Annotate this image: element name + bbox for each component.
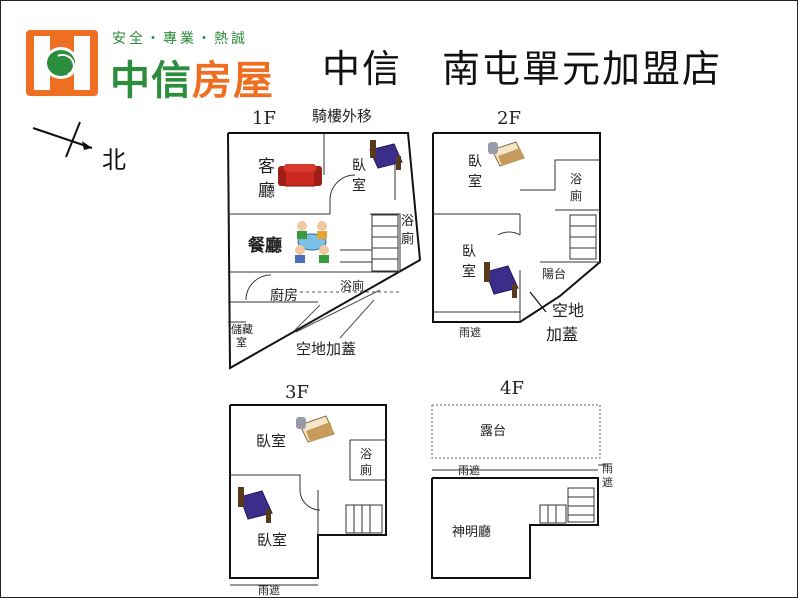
- floor-3f-title: 3F: [285, 382, 309, 403]
- bath2-1f-label: 浴廁: [340, 278, 364, 293]
- bedroom-2f-b-label-1: 臥: [462, 244, 476, 260]
- bedroom-2f-a-label-1: 臥: [468, 154, 482, 170]
- rain-shelter-2f-label: 雨遮: [459, 325, 481, 339]
- rain-shelter-4f-side-label-2: 遮: [602, 475, 613, 489]
- bed-icon: [369, 140, 403, 170]
- open-space-2f-label-1: 空地: [552, 301, 584, 320]
- brand-tagline: 安全・專業・熱誠: [112, 31, 248, 47]
- shrine-room-label: 神明廳: [452, 524, 491, 540]
- terrace-label: 露台: [480, 424, 506, 439]
- bath-2f-label-2: 廁: [570, 188, 582, 203]
- balcony-label: 陽台: [542, 266, 566, 281]
- storage-label-1: 儲藏: [231, 323, 253, 336]
- brand-name: 中信房屋: [110, 58, 274, 104]
- bath-3f-label-1: 浴: [360, 447, 372, 461]
- floor-2f-plan: 2F 臥 室 浴 廁 臥 室 陽台 雨遮 空地 加蓋: [432, 108, 601, 344]
- floor-1f-plan: 1F 騎樓外移 客 廳 臥 室 浴 廁 餐廳: [227, 107, 422, 370]
- dining-room-label: 餐廳: [248, 235, 282, 256]
- living-room-label-2: 廳: [258, 181, 275, 201]
- open-space-2f-label-2: 加蓋: [546, 325, 578, 344]
- bed-icon: [238, 487, 273, 523]
- north-label: 北: [102, 146, 126, 174]
- bed-icon: [488, 141, 525, 167]
- store-name: 中信 南屯單元加盟店: [322, 47, 723, 91]
- rain-shelter-4f-side-label-1: 雨: [602, 462, 613, 475]
- bed-icon: [484, 262, 519, 298]
- storage-label-2: 室: [236, 335, 247, 349]
- bath-2f-label-1: 浴: [570, 172, 582, 186]
- rain-shelter-4f-label: 雨遮: [458, 463, 480, 477]
- open-space-1f-label: 空地加蓋: [296, 340, 356, 358]
- kitchen-label: 廚房: [270, 287, 298, 304]
- bedroom-3f-a-label: 臥室: [256, 432, 286, 450]
- floor-2f-title: 2F: [497, 108, 521, 129]
- floor-4f-title: 4F: [500, 378, 524, 399]
- bath-1f-label-1: 浴: [401, 214, 414, 229]
- bedroom-3f-b-label: 臥室: [257, 531, 287, 549]
- floor-1f-title: 1F: [252, 108, 276, 129]
- floor-4f-plan: 4F 露台 雨遮 雨 遮 神明廳: [431, 378, 613, 579]
- dining-table-icon: [295, 221, 329, 263]
- bed-icon: [296, 415, 335, 443]
- sofa-icon: [278, 164, 322, 187]
- bath-3f-label-2: 廁: [360, 462, 372, 477]
- bath-1f-label-2: 廁: [401, 231, 414, 247]
- bedroom-2f-a-label-2: 室: [468, 173, 482, 190]
- bedroom-1f-label-1: 臥: [352, 158, 366, 174]
- bedroom-2f-b-label-2: 室: [462, 263, 476, 280]
- brand-logo-icon: [26, 30, 98, 96]
- arcade-label: 騎樓外移: [312, 107, 372, 125]
- rain-shelter-3f-label: 雨遮: [258, 583, 280, 597]
- bedroom-1f-label-2: 室: [352, 177, 366, 194]
- living-room-label-1: 客: [258, 157, 275, 177]
- floor-3f-plan: 3F 臥室 浴 廁 臥室 雨遮: [229, 382, 387, 597]
- compass-arrow-icon: [32, 121, 93, 158]
